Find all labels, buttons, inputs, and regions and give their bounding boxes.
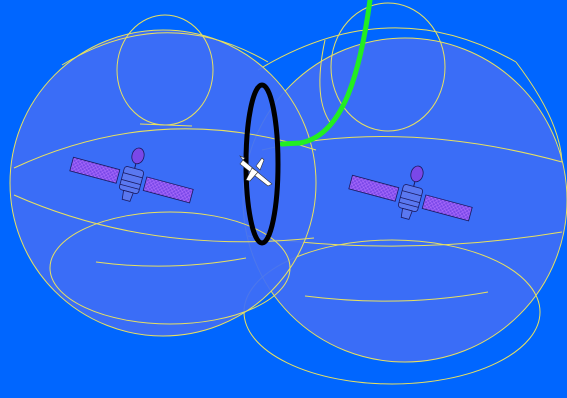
satellite-coverage-diagram bbox=[0, 0, 567, 398]
diagram-canvas bbox=[0, 0, 567, 398]
